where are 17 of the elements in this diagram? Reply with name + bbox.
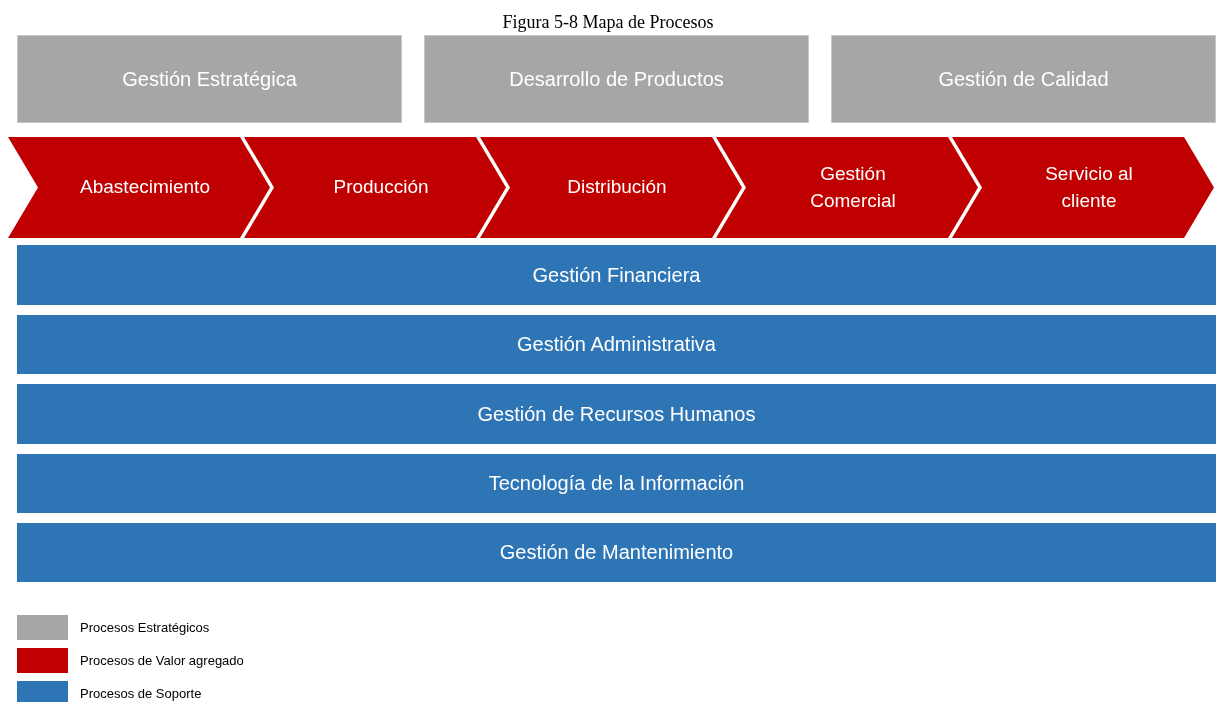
process-box: Desarrollo de Productos bbox=[424, 35, 809, 123]
process-bar: Tecnología de la Información bbox=[17, 454, 1216, 513]
process-box: Gestión Estratégica bbox=[17, 35, 402, 123]
process-bar: Gestión Financiera bbox=[17, 245, 1216, 305]
process-step: Servicio al cliente bbox=[952, 137, 1214, 238]
process-bar: Gestión de Recursos Humanos bbox=[17, 384, 1216, 444]
legend-label: Procesos de Soporte bbox=[80, 686, 202, 701]
process-step: Gestión Comercial bbox=[716, 137, 978, 238]
process-box: Gestión de Calidad bbox=[831, 35, 1216, 123]
process-step: Distribución bbox=[480, 137, 742, 238]
process-step: Producción bbox=[244, 137, 506, 238]
process-bar: Gestión Administrativa bbox=[17, 315, 1216, 374]
legend-label: Procesos de Valor agregado bbox=[80, 653, 244, 668]
legend-label: Procesos Estratégicos bbox=[80, 620, 210, 635]
figure-title: Figura 5-8 Mapa de Procesos bbox=[502, 12, 714, 33]
process-bar: Gestión de Mantenimiento bbox=[17, 523, 1216, 582]
process-step: Abastecimiento bbox=[8, 137, 270, 238]
